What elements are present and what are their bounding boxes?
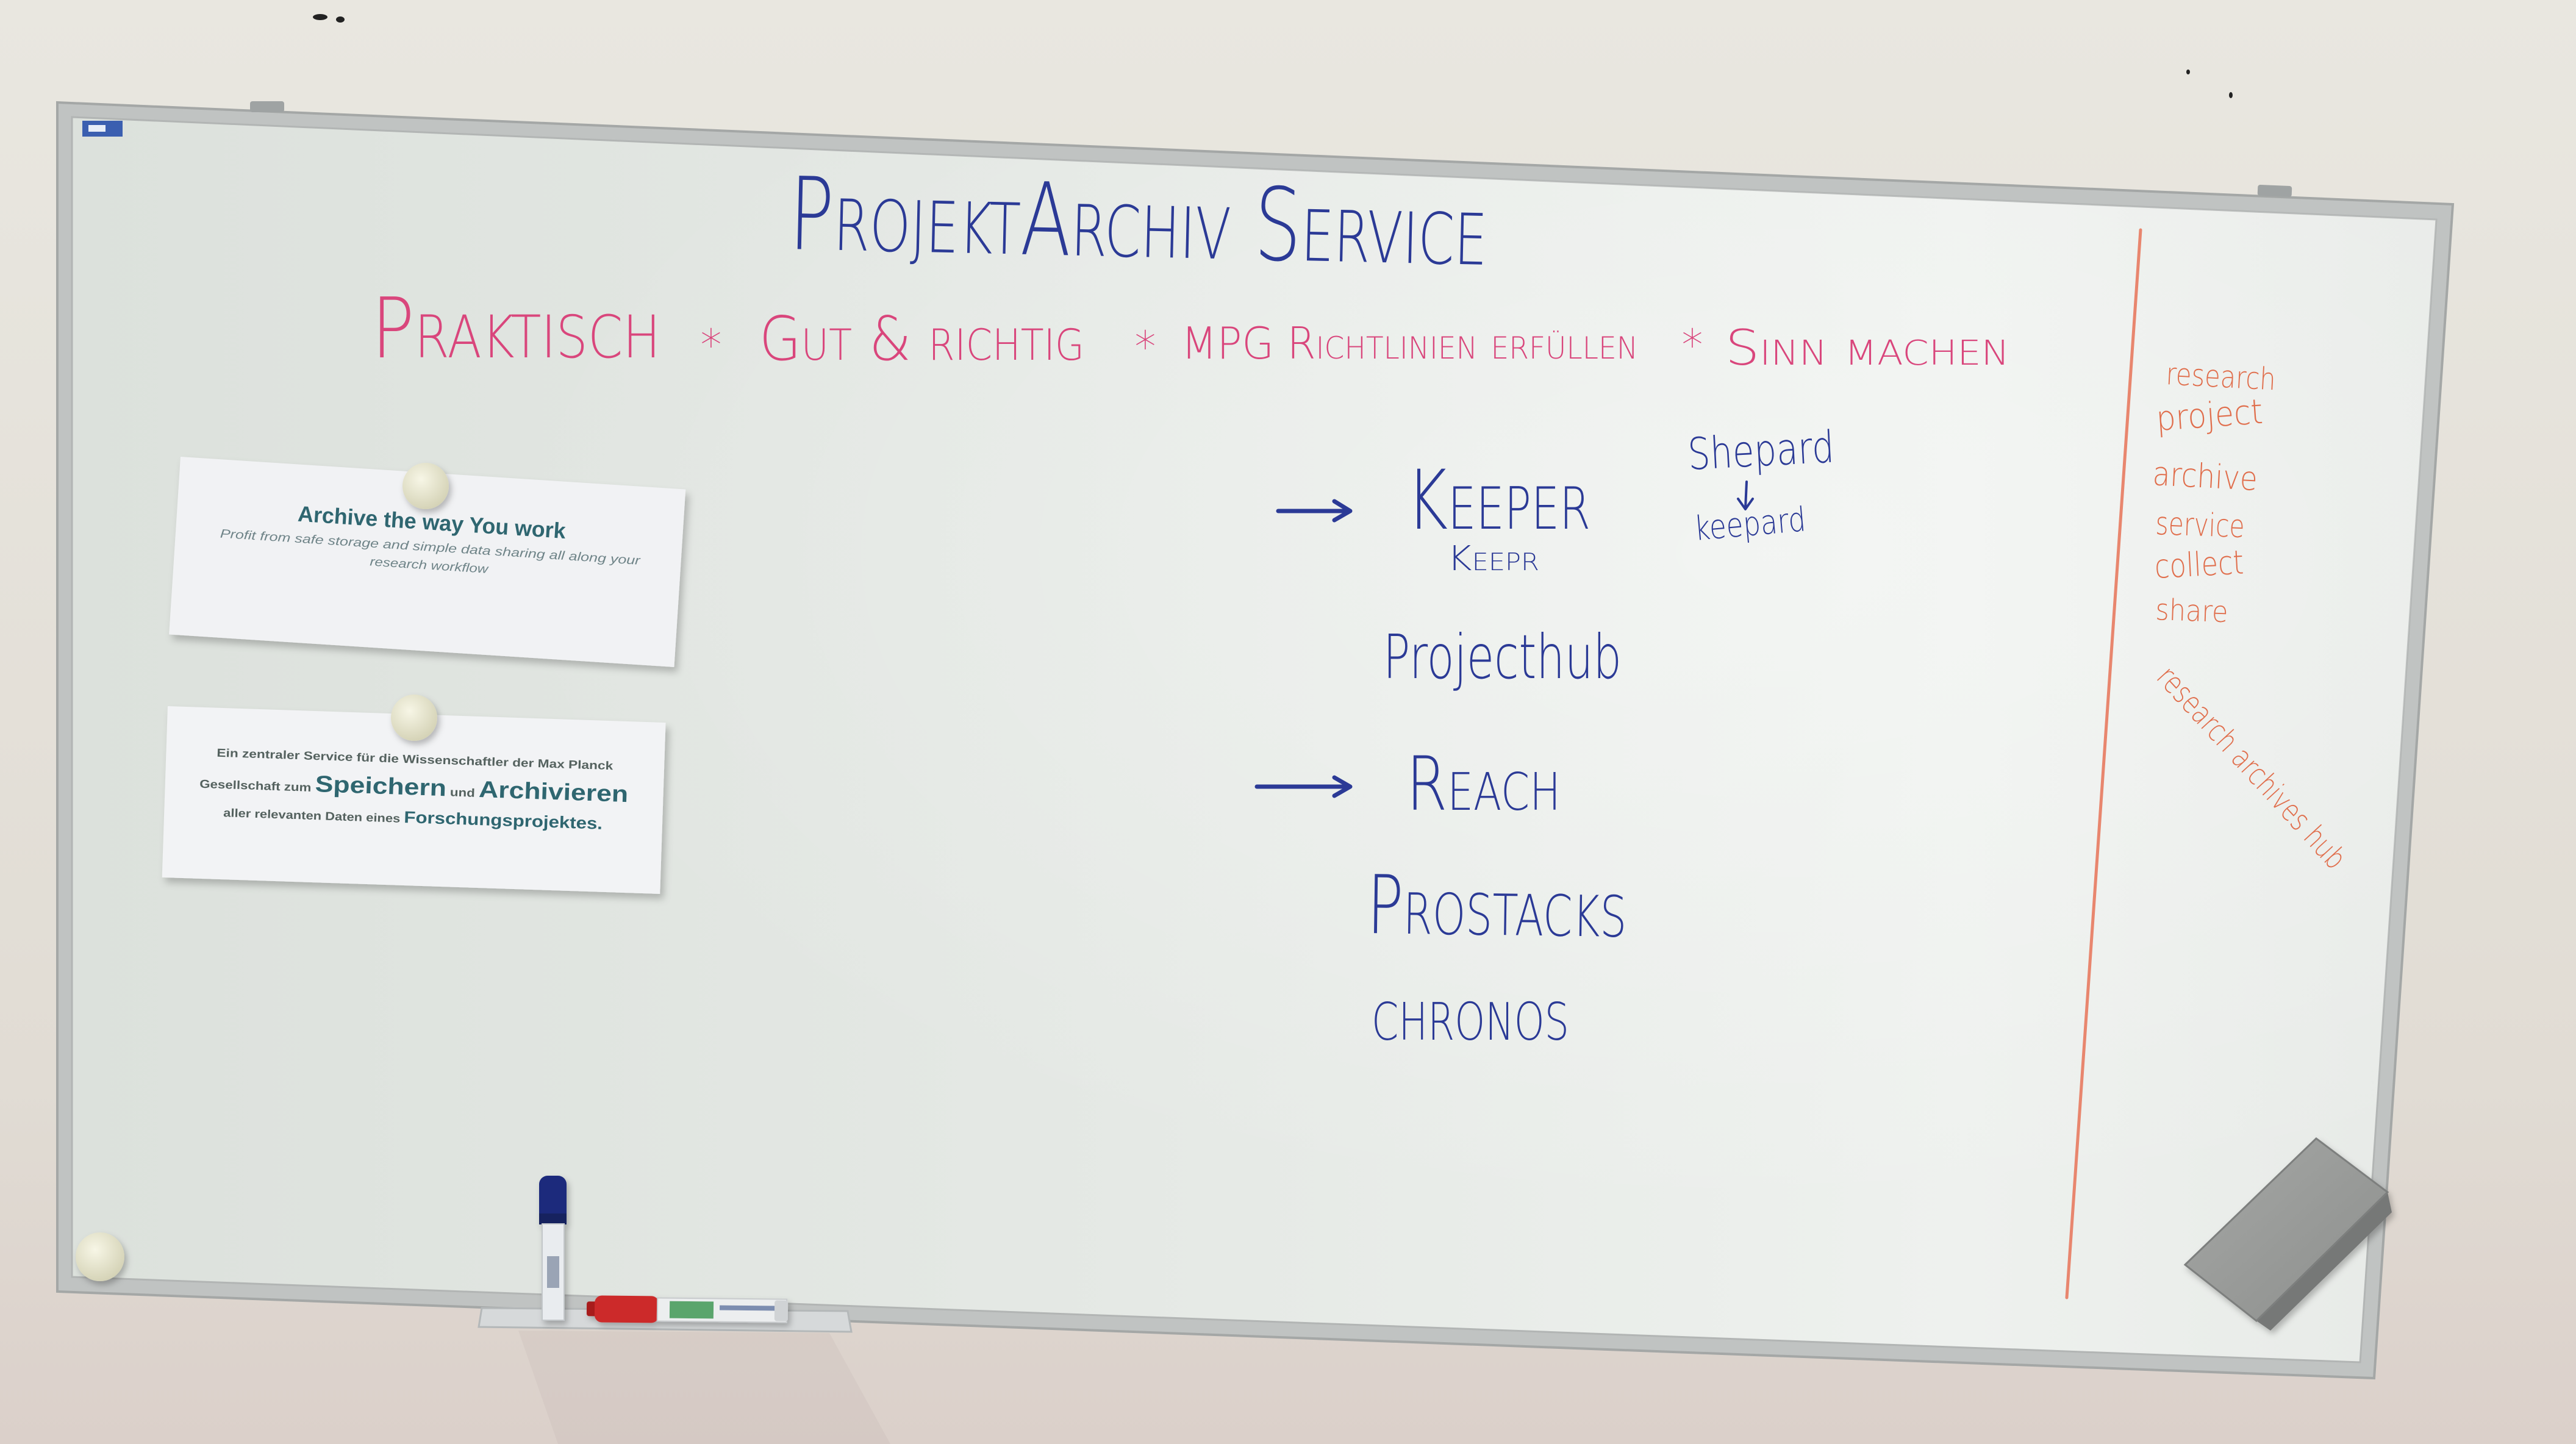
poster-word: und (450, 786, 475, 799)
poster-keyword-archivieren: Archivieren (478, 777, 628, 807)
goal-gut-richtig: Gut & richtig (759, 303, 1084, 374)
blue-marker (539, 1176, 567, 1321)
goal-separator: * (1135, 322, 1156, 372)
whiteboard-glare (72, 117, 2436, 1362)
magnet (76, 1232, 124, 1281)
keyword-project: project (2155, 392, 2264, 439)
goal-sinn-machen: Sinn machen (1725, 320, 2009, 376)
service-shepard: Shepard (1686, 421, 1835, 480)
tray-shadow (518, 1331, 890, 1444)
keyword-service: service (2155, 506, 2245, 545)
frame-clip (250, 101, 284, 112)
goals-line: Praktisch * Gut & richtig * MPG Richtlin… (371, 281, 2009, 377)
wall-specks (313, 14, 2233, 98)
poster-archive-the-way: Archive the way You work Profit from saf… (169, 457, 686, 667)
wall-speck (313, 14, 327, 20)
divider-line (2065, 228, 2142, 1299)
poster-keyword-speichern: Speichern (315, 771, 447, 801)
goal-separator: * (1682, 320, 1703, 370)
keyword-archive: archive (2152, 454, 2258, 498)
goal-mpg-richtlinien: MPG Richtlinien erfüllen (1181, 318, 1638, 369)
service-keeper: Keeper (1406, 452, 1590, 548)
poster-paper (169, 457, 686, 667)
keyword-research: research (2165, 356, 2277, 397)
poster-zentraler-service: Ein zentraler Service für die Wissenscha… (162, 706, 666, 894)
goal-praktisch: Praktisch (371, 281, 660, 377)
wall-speck (336, 16, 345, 23)
right-arrow-icon (1276, 499, 1353, 523)
service-projecthub: Projecthub (1383, 621, 1622, 693)
down-arrow-icon (1737, 481, 1754, 510)
goal-separator: * (701, 320, 722, 370)
right-arrow-icon (1254, 775, 1353, 798)
service-list: Keeper Keepr Shepard keepard Projecthub … (1254, 421, 1836, 1053)
service-prostacks: Prostacks (1367, 859, 1628, 956)
keyword-collect: collect (2153, 543, 2244, 586)
board-title: ProjektArchiv Service (788, 155, 1489, 288)
service-reach: Reach (1406, 741, 1561, 827)
board-eraser (2183, 1137, 2392, 1331)
frame-sticker (82, 121, 123, 137)
wall-speck (2186, 70, 2190, 74)
poster-paper (162, 706, 666, 894)
magnet (402, 463, 449, 509)
magnet (391, 695, 437, 741)
service-chronos: CHRONOS (1372, 992, 1569, 1053)
frame-clip (2257, 184, 2292, 198)
service-keeper-alt: Keepr (1447, 539, 1539, 579)
service-keepard: keepard (1693, 499, 1808, 548)
title-group: ProjektArchiv Service (788, 155, 1489, 288)
keyword-share: share (2155, 593, 2229, 629)
red-marker (586, 1295, 789, 1323)
wall-speck (2229, 92, 2233, 98)
